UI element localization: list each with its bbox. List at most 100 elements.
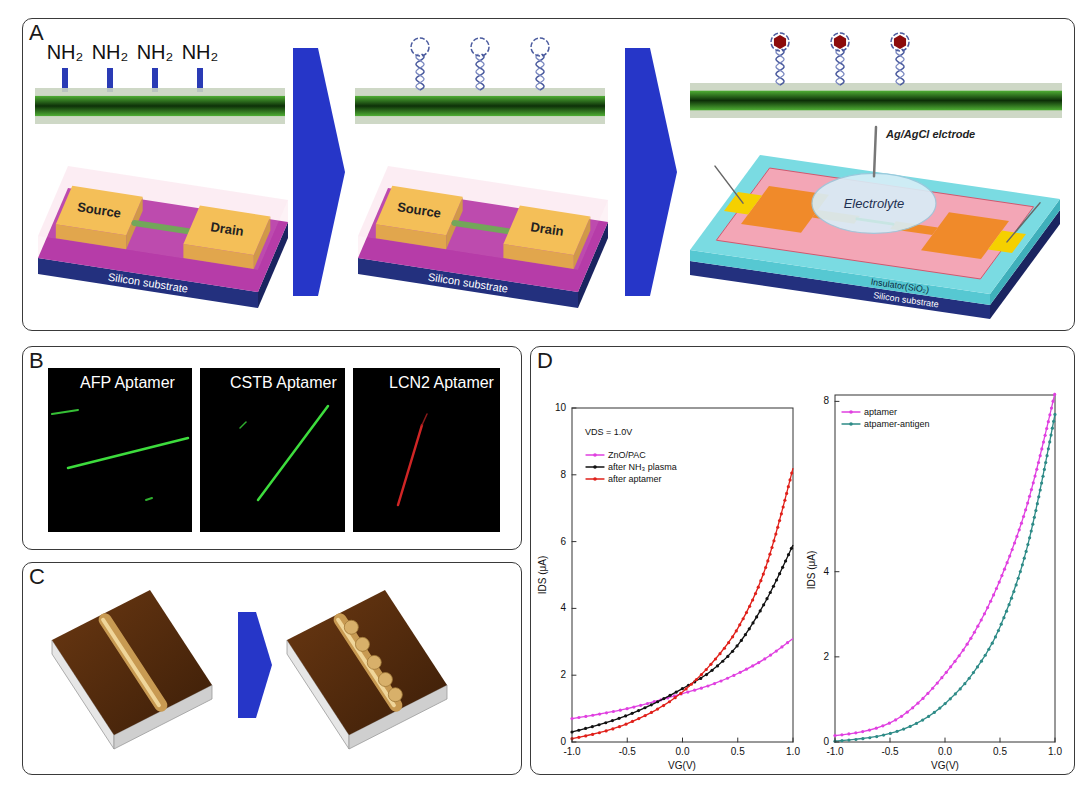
image-caption: AFP Aptamer xyxy=(80,374,175,392)
data-marker xyxy=(706,684,709,687)
data-marker xyxy=(945,671,948,674)
passivation-layer xyxy=(38,236,258,292)
data-marker xyxy=(721,660,724,663)
data-marker xyxy=(1053,413,1056,416)
data-curve xyxy=(835,414,1055,741)
data-marker xyxy=(921,718,924,721)
bound-particle xyxy=(367,655,381,669)
dna-loop xyxy=(471,38,489,56)
data-marker xyxy=(632,705,635,708)
data-marker xyxy=(1020,522,1023,525)
nanowire-highlight xyxy=(103,620,159,706)
data-marker xyxy=(684,687,687,690)
data-marker xyxy=(605,711,608,714)
data-marker xyxy=(643,706,646,709)
tick-label: 0 xyxy=(823,736,829,748)
micrograph-image: AFP Aptamer xyxy=(48,368,192,532)
data-marker xyxy=(598,712,601,715)
tick-mark xyxy=(572,675,576,676)
tick-label: 0.0 xyxy=(938,746,952,758)
figure-panel: D xyxy=(530,346,1075,775)
data-marker xyxy=(783,499,786,502)
data-curve xyxy=(835,393,1055,736)
data-marker xyxy=(881,724,884,727)
plot-frame xyxy=(572,408,793,742)
nanowire-shell xyxy=(355,88,605,124)
dna-strand xyxy=(476,54,484,90)
data-marker xyxy=(591,733,594,736)
data-marker xyxy=(938,707,941,710)
image-caption: LCN2 Aptamer xyxy=(389,374,494,392)
data-marker xyxy=(927,715,930,718)
data-marker xyxy=(1052,420,1055,423)
data-marker xyxy=(755,615,758,618)
data-marker xyxy=(1040,482,1043,485)
data-marker xyxy=(759,579,762,582)
layer-label: Insulator(SiO₂) xyxy=(870,277,930,296)
tick-mark xyxy=(572,738,573,742)
data-marker xyxy=(679,692,682,695)
panel-letter: C xyxy=(29,564,45,589)
data-marker xyxy=(1044,461,1047,464)
data-marker xyxy=(770,546,773,549)
data-marker xyxy=(1017,577,1020,580)
data-marker xyxy=(1032,481,1035,484)
data-marker xyxy=(1048,413,1051,416)
tick-mark xyxy=(572,474,576,475)
data-marker xyxy=(693,689,696,692)
dna-strand xyxy=(836,49,844,85)
data-marker xyxy=(668,700,671,703)
tick-label: 4 xyxy=(560,603,566,615)
aptamer-strand xyxy=(471,38,489,90)
antigen-molecule xyxy=(894,35,906,49)
data-marker xyxy=(778,519,781,522)
tick-label: 8 xyxy=(560,469,566,481)
data-marker xyxy=(745,611,748,614)
data-marker xyxy=(1047,420,1050,423)
data-marker xyxy=(731,650,734,653)
tick-label: 1.0 xyxy=(1048,746,1062,758)
axis-title: IDS (μA) xyxy=(806,551,818,590)
dna-strand xyxy=(536,54,544,90)
data-marker xyxy=(780,512,783,515)
data-marker xyxy=(757,586,760,589)
data-marker xyxy=(1039,488,1042,491)
figure-panel: A xyxy=(22,18,1075,331)
data-marker xyxy=(966,643,969,646)
data-marker xyxy=(1011,548,1014,551)
data-marker xyxy=(700,687,703,690)
data-marker xyxy=(776,526,779,529)
data-marker xyxy=(759,609,762,612)
tick-label: -0.5 xyxy=(881,746,898,758)
data-marker xyxy=(646,702,649,705)
data-marker xyxy=(963,682,966,685)
data-marker xyxy=(1033,474,1036,477)
afm-image xyxy=(287,590,447,749)
electrolyte-label: Electrolyte xyxy=(844,197,905,212)
data-marker xyxy=(612,710,615,713)
data-curve xyxy=(572,468,793,739)
tick-label: 0.0 xyxy=(676,746,690,758)
tick-mark xyxy=(572,742,576,743)
data-marker xyxy=(1010,597,1013,600)
data-marker xyxy=(1051,427,1054,430)
legend-marker xyxy=(849,410,853,414)
data-marker xyxy=(1005,610,1008,613)
data-marker xyxy=(972,671,975,674)
legend-marker xyxy=(593,465,597,469)
aptamer-strand xyxy=(411,38,429,90)
axis-title: VG(V) xyxy=(931,760,959,772)
reference-electrode xyxy=(874,127,876,176)
data-marker xyxy=(861,730,864,733)
data-marker xyxy=(847,732,850,735)
data-marker xyxy=(584,734,587,737)
data-marker xyxy=(953,660,956,663)
data-marker xyxy=(998,580,1001,583)
legend-text: ZnO/PAC xyxy=(608,450,646,460)
data-marker xyxy=(591,725,594,728)
data-marker xyxy=(1035,468,1038,471)
dna-strand xyxy=(536,54,544,90)
figure-panel: BAFP AptamerCSTB AptamerLCN2 Aptamer xyxy=(22,346,522,550)
electrode-label: Drain xyxy=(209,220,244,240)
electrode-label: Source xyxy=(396,200,442,222)
